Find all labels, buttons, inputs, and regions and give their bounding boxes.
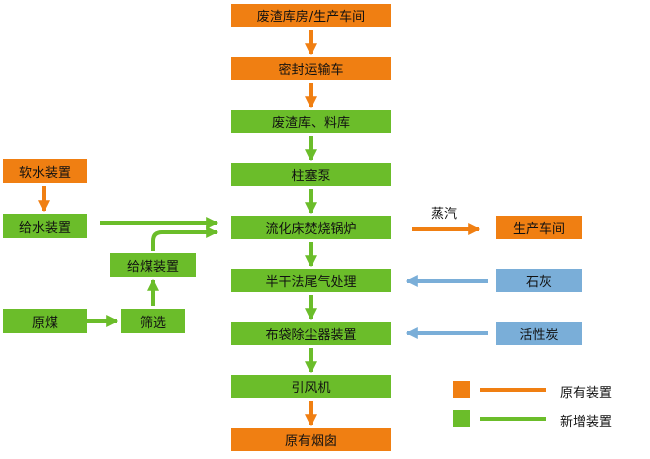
waste-material-store-label: 废渣库、料库 (271, 116, 350, 131)
semi-dry-treatment-box: 半干法尾气处理 (231, 269, 391, 292)
production-workshop-label: 生产车间 (512, 222, 565, 237)
activated-carbon-label: 活性炭 (519, 328, 559, 343)
coal-feeder-label: 给煤装置 (126, 259, 179, 275)
production-workshop-box: 生产车间 (496, 216, 582, 239)
waste-storage-box: 废渣库房/生产车间 (231, 4, 391, 27)
legend-existing-label: 原有装置 (560, 386, 613, 401)
lime-box: 石灰 (496, 269, 582, 292)
raw-coal-label: 原煤 (31, 315, 58, 331)
bag-filter-box: 布袋除尘器装置 (231, 322, 391, 345)
induced-fan-label: 引风机 (291, 381, 331, 396)
legend-new-swatch (453, 410, 470, 427)
screening-box: 筛选 (121, 309, 185, 333)
activated-carbon-box: 活性炭 (496, 322, 582, 345)
existing-chimney-box: 原有烟囱 (231, 428, 391, 451)
fbc-boiler-box: 流化床焚烧锅炉 (231, 216, 391, 239)
bag-filter-label: 布袋除尘器装置 (265, 328, 357, 343)
semi-dry-treatment-label: 半干法尾气处理 (265, 275, 357, 290)
plunger-pump-label: 柱塞泵 (291, 169, 331, 184)
coal-feeder-box: 给煤装置 (110, 253, 196, 277)
legend-existing-swatch (453, 381, 470, 398)
screening-label: 筛选 (139, 315, 166, 331)
steam-label: 蒸汽 (431, 207, 458, 222)
lime-label: 石灰 (525, 275, 552, 290)
plunger-pump-box: 柱塞泵 (231, 163, 391, 186)
sealed-truck-label: 密封运输车 (278, 63, 344, 78)
existing-chimney-label: 原有烟囱 (284, 434, 337, 449)
arrow-feeder-to-boiler (151, 226, 219, 251)
fbc-boiler-label: 流化床焚烧锅炉 (265, 222, 357, 237)
sealed-truck-box: 密封运输车 (231, 57, 391, 80)
waste-storage-label: 废渣库房/生产车间 (256, 10, 366, 25)
soft-water-label: 软水装置 (18, 165, 71, 181)
waste-material-store-box: 废渣库、料库 (231, 110, 391, 133)
legend-new-label: 新增装置 (560, 415, 613, 430)
soft-water-box: 软水装置 (3, 159, 87, 183)
induced-fan-box: 引风机 (231, 375, 391, 398)
water-supply-box: 给水装置 (3, 214, 87, 238)
water-supply-label: 给水装置 (18, 220, 71, 236)
